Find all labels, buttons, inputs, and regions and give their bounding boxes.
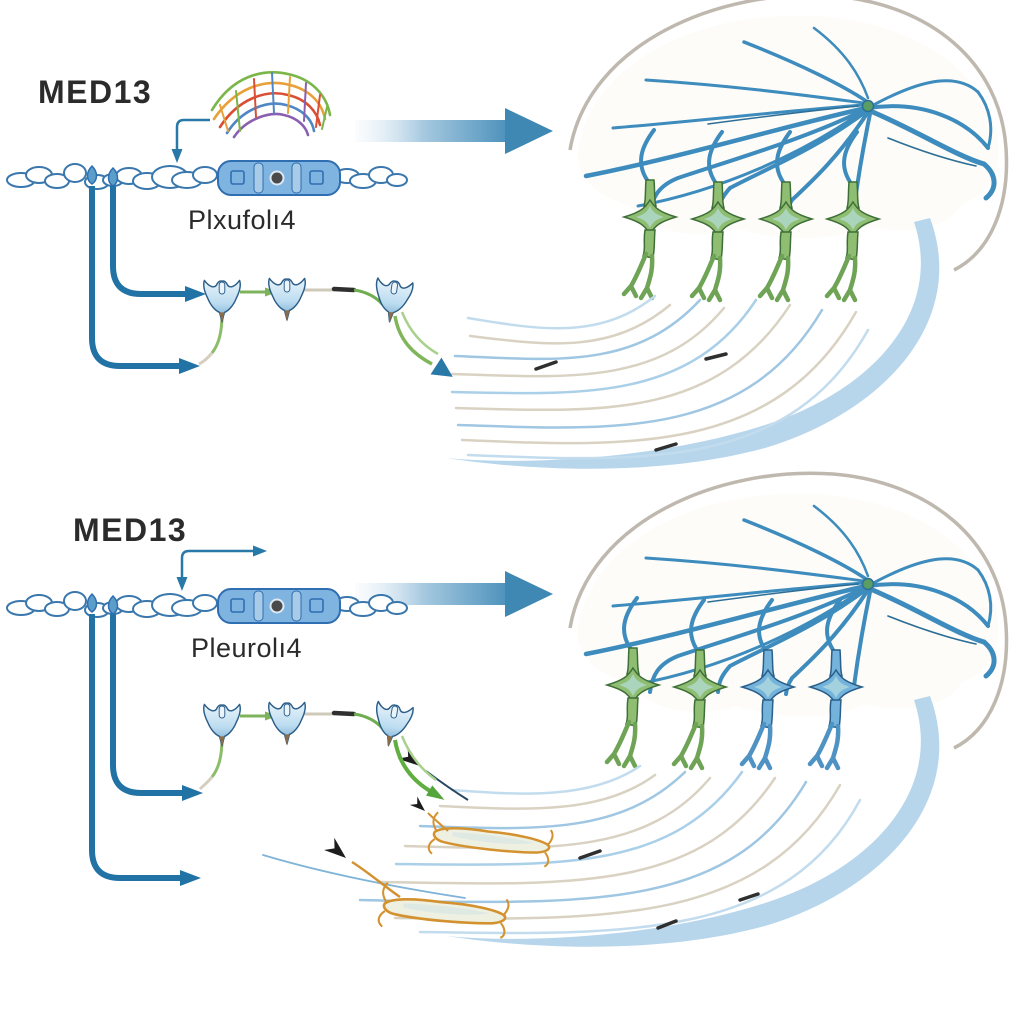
receptor-label-bottom: Pleurolı4 [191, 633, 303, 663]
panel-bottom [6, 473, 1007, 947]
misguided-cell [376, 880, 511, 941]
signal-arrows-top [89, 186, 206, 374]
error-arrows-bottom [324, 746, 469, 899]
gene-label-bottom: MED13 [73, 512, 188, 548]
gene-label-top: MED13 [38, 74, 153, 110]
projection-arrow-top [355, 108, 553, 154]
med13-redistribution-arrow [176, 545, 267, 591]
target-arrow-top [430, 357, 453, 377]
growth-cone [203, 279, 241, 325]
misguided-cell [426, 810, 555, 870]
panel-top [6, 0, 1007, 469]
receptor-chain-top [6, 160, 408, 196]
growth-cone [268, 701, 306, 747]
growth-cone [369, 700, 415, 751]
axon-band-top [446, 218, 940, 469]
med13-ribbon-structure [210, 71, 332, 139]
growth-cone-sequence-bottom [198, 700, 445, 800]
growth-cone-sequence-top [198, 277, 453, 377]
signal-arrows-bottom [89, 614, 203, 886]
growth-cone [268, 277, 306, 323]
receptor-label-top: Plxufolı4 [188, 205, 297, 235]
growth-cone [203, 703, 241, 749]
growth-cone [370, 277, 415, 327]
axon-band-bottom [446, 696, 940, 947]
receptor-chain-bottom [6, 588, 408, 624]
axon-fiber-bundle-top [450, 294, 870, 460]
med13-to-receptor-arrow [171, 118, 210, 163]
